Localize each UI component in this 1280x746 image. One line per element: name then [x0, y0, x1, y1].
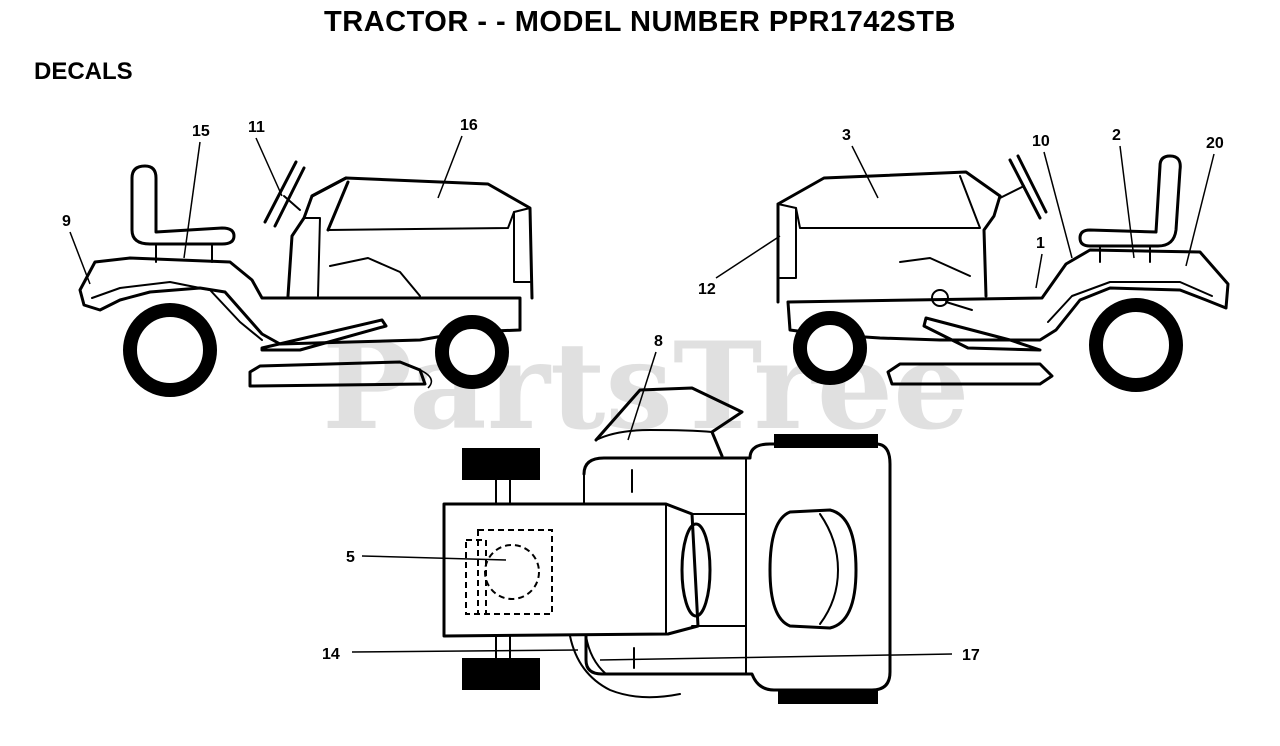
callout-5: 5 — [346, 549, 355, 566]
leader-2 — [1119, 145, 1135, 259]
leader-15 — [183, 141, 201, 259]
leader-5 — [361, 555, 507, 561]
callout-10: 10 — [1032, 133, 1050, 150]
leader-20 — [1185, 153, 1215, 267]
callout-14: 14 — [322, 646, 340, 663]
callout-9: 9 — [62, 213, 71, 230]
leader-16 — [437, 135, 463, 199]
leader-14 — [351, 649, 579, 653]
leader-8 — [627, 351, 657, 441]
section-title: DECALS — [34, 58, 133, 85]
callouts: 9 15 11 16 3 10 2 20 1 12 8 5 14 — [62, 117, 1224, 664]
leader-3 — [851, 145, 879, 199]
leader-17 — [599, 653, 953, 661]
left-side-tractor — [78, 160, 534, 397]
leader-12 — [715, 235, 781, 279]
callout-17: 17 — [962, 647, 980, 664]
callout-3: 3 — [842, 127, 851, 144]
callout-12: 12 — [698, 281, 716, 298]
callout-1: 1 — [1036, 235, 1045, 252]
leader-1 — [1035, 253, 1043, 289]
callout-2: 2 — [1112, 127, 1121, 144]
right-side-tractor — [776, 154, 1230, 392]
callout-15: 15 — [192, 123, 210, 140]
callout-11: 11 — [248, 119, 265, 136]
callout-8: 8 — [654, 333, 663, 350]
callout-20: 20 — [1206, 135, 1224, 152]
leader-10 — [1043, 151, 1073, 259]
top-view-tractor — [442, 386, 892, 704]
callout-16: 16 — [460, 117, 478, 134]
page-title: TRACTOR - - MODEL NUMBER PPR1742STB — [324, 6, 956, 38]
leader-11 — [255, 137, 283, 197]
leader-9 — [69, 231, 91, 285]
